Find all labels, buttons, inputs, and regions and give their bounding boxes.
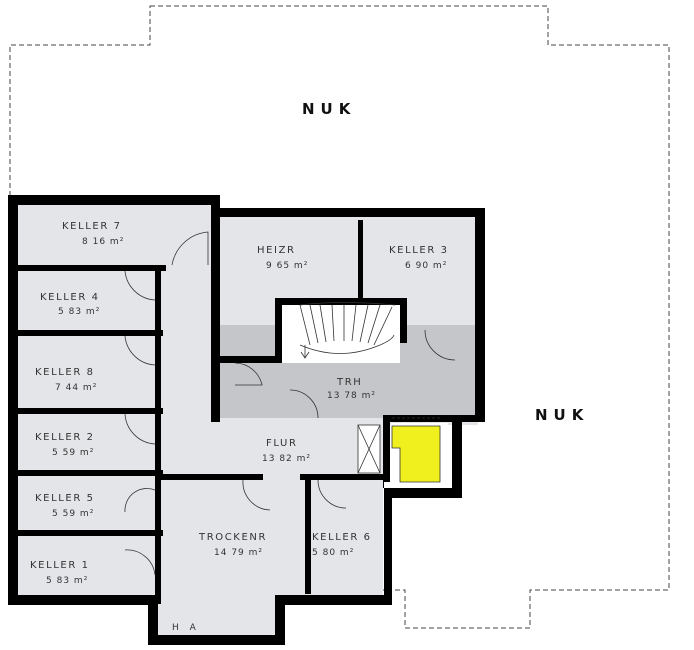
heizr-area: 9 65 m² (266, 261, 308, 271)
keller4-name: KELLER 4 (40, 292, 100, 303)
shaft (357, 424, 381, 474)
nuk-label-right: NUK (535, 406, 589, 424)
trh-name: TRH (336, 377, 362, 388)
keller8-area: 7 44 m² (55, 383, 97, 393)
heizr-name: HEIZR (257, 245, 296, 256)
keller3-name: KELLER 3 (389, 245, 449, 256)
floor-fills (18, 205, 478, 635)
keller6-name: KELLER 6 (312, 532, 372, 543)
keller3-area: 6 90 m² (405, 261, 447, 271)
flur-name: FLUR (266, 438, 298, 449)
yellow-tank (391, 417, 448, 485)
keller1-area: 5 83 m² (46, 576, 88, 586)
keller2-name: KELLER 2 (35, 432, 95, 443)
keller7-area: 8 16 m² (82, 237, 124, 247)
staircase (299, 302, 396, 359)
keller1-name: KELLER 1 (30, 560, 90, 571)
trockenr-name: TROCKENR (198, 532, 267, 543)
keller2-area: 5 59 m² (52, 448, 94, 458)
nuk-label-top: NUK (302, 100, 356, 118)
keller4-area: 5 83 m² (58, 307, 100, 317)
partitions (18, 217, 407, 604)
keller5-area: 5 59 m² (52, 509, 94, 519)
keller6-area: 5 80 m² (312, 548, 354, 558)
keller5-name: KELLER 5 (35, 493, 95, 504)
flur-area: 13 82 m² (262, 454, 311, 464)
trh-area: 13 78 m² (327, 391, 376, 401)
trockenr-area: 14 79 m² (214, 548, 263, 558)
house-entrance-label: H A (172, 623, 200, 633)
property-outline (9, 5, 670, 629)
door-swings (124, 231, 456, 576)
room-labels: NUK NUK KELLER 7 8 16 m² KELLER 4 5 83 m… (30, 100, 589, 633)
keller8-name: KELLER 8 (35, 367, 95, 378)
keller7-name: KELLER 7 (62, 221, 122, 232)
